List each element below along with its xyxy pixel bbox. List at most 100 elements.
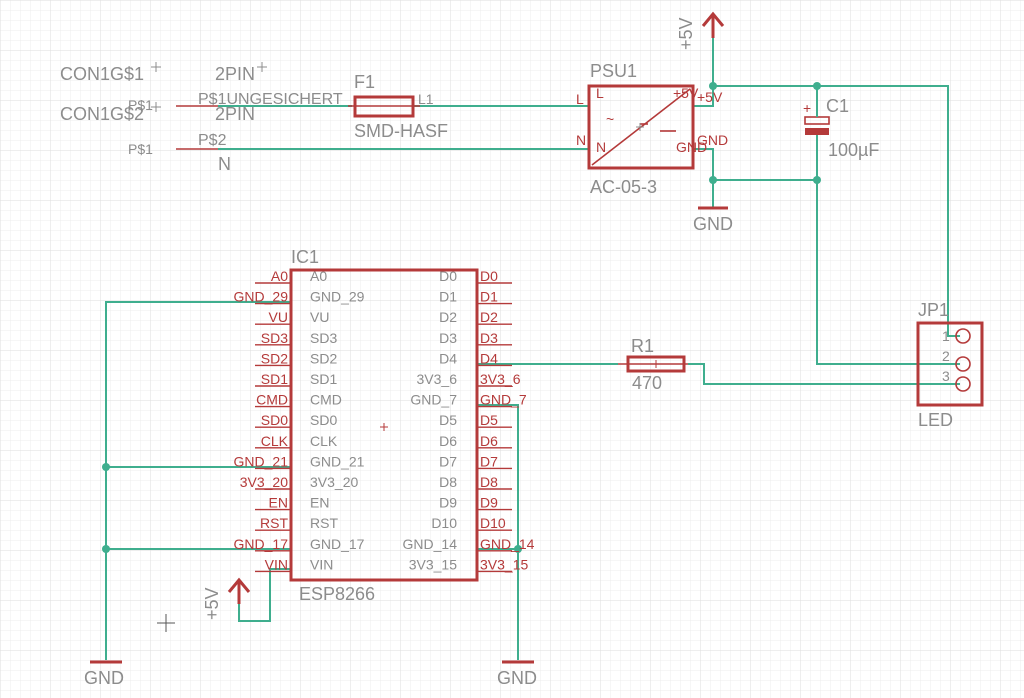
ic-pin-label: SD2 xyxy=(261,350,288,366)
ic-pin-label: D7 xyxy=(439,453,457,469)
gnd-right-label: GND xyxy=(497,668,537,688)
fuse-f1[interactable]: F1 SMD-HASF L1 xyxy=(348,72,448,141)
wire-r1-jp3[interactable] xyxy=(688,363,960,385)
ground-left[interactable]: GND xyxy=(84,660,124,688)
res-value: 470 xyxy=(632,373,662,393)
ic-pin-label: D0 xyxy=(480,268,498,284)
gnd-psu-label: GND xyxy=(693,214,733,234)
ic-pin-label: D3 xyxy=(480,330,498,346)
jumper-jp1[interactable]: JP1 1 2 3 LED xyxy=(916,300,984,430)
capacitor-c1[interactable]: C1 + 100µF xyxy=(803,96,879,160)
psu-inner-5v: +5V xyxy=(673,85,699,101)
supply-ic-label: +5V xyxy=(202,587,222,620)
psu-value: AC-05-3 xyxy=(590,177,657,197)
jp-body xyxy=(916,321,984,407)
gnd-left-label: GND xyxy=(84,668,124,688)
ic-pin-label: D10 xyxy=(480,515,506,531)
ic-pin-label: VU xyxy=(269,309,288,325)
wire-vin[interactable] xyxy=(238,568,292,622)
psu-pin-l: L xyxy=(576,91,584,107)
ic-pin-label: CMD xyxy=(310,392,342,408)
ic-pin-label: SD1 xyxy=(261,371,288,387)
ic-pin-label: VIN xyxy=(265,556,288,572)
ic-right-outer-pins: D0D1D2D3D43V3_6GND_7D5D6D7D8D9D10GND_143… xyxy=(477,268,535,572)
junctions xyxy=(102,82,821,553)
origin-cross-icon xyxy=(151,62,161,72)
arrow-up-icon xyxy=(227,577,251,593)
ic-pin-label: 3V3_6 xyxy=(417,371,458,387)
fuse-pin-l1: L1 xyxy=(418,91,434,107)
arrow-up-icon xyxy=(701,11,725,27)
ic1-esp8266[interactable]: IC1 A0GND_29VUSD3SD2SD1CMDSD0CLKGND_213V… xyxy=(234,247,535,604)
ic-pin-label: 3V3_20 xyxy=(240,474,288,490)
ic-pin-label: D1 xyxy=(439,289,457,305)
psu-inner-l: L xyxy=(596,85,604,101)
ic-pin-label: VU xyxy=(310,309,329,325)
ic-body xyxy=(289,268,479,582)
origin-cross-icon xyxy=(151,102,161,112)
ic-pin-label: D2 xyxy=(480,309,498,325)
wire-gnd7[interactable] xyxy=(478,404,519,660)
ic-pin-label: SD3 xyxy=(310,330,337,346)
jp-pin-1: 1 xyxy=(942,328,950,344)
ic-right-inner-labels: D0D1D2D3D43V3_6GND_7D5D6D7D8D9D10GND_143… xyxy=(403,268,458,572)
ic-pin-label: A0 xyxy=(310,268,327,284)
power-supply-psu1[interactable]: PSU1 ~ L N +5V GND L N +5V GND AC-05-3 xyxy=(576,61,728,197)
ic-pin-label: SD3 xyxy=(261,330,288,346)
fuse-name: F1 xyxy=(354,72,375,92)
ic-pin-label: 3V3_6 xyxy=(480,371,521,387)
jp-pin-circle xyxy=(955,328,971,344)
supply-top-label: +5V xyxy=(676,17,696,50)
connector-con1[interactable]: CON1G$1 2PIN P$1 xyxy=(60,62,267,113)
resistor-r1[interactable]: R1 470 xyxy=(618,336,688,393)
ic-value: ESP8266 xyxy=(299,584,375,604)
ic-pin-label: D0 xyxy=(439,268,457,284)
origin-cross-icon xyxy=(636,123,644,131)
con1-value: 2PIN xyxy=(215,64,255,84)
ic-pin-label: D4 xyxy=(480,350,498,366)
ic-pin-label: RST xyxy=(260,515,288,531)
ic-pin-label: 3V3_15 xyxy=(480,556,528,572)
ic-pin-label: SD0 xyxy=(310,412,337,428)
jp-pin-2: 2 xyxy=(942,348,950,364)
junction-dot xyxy=(709,176,717,184)
ic-pin-label: GND_7 xyxy=(410,392,457,408)
wire-gnd-jp2[interactable] xyxy=(816,180,960,365)
psu-inner-gnd: GND xyxy=(676,139,707,155)
res-body xyxy=(626,355,686,373)
ic-pin-label: GND_21 xyxy=(234,453,289,469)
ic-pin-label: CMD xyxy=(256,392,288,408)
ic-pin-label: A0 xyxy=(271,268,288,284)
net-label-n: N xyxy=(218,154,231,174)
origin-cross-icon xyxy=(257,62,267,72)
ic-pin-label: EN xyxy=(269,495,288,511)
ic-pin-label: D10 xyxy=(431,515,457,531)
ic-pin-label: D6 xyxy=(439,433,457,449)
con2-pin-label: P$1 xyxy=(128,141,153,157)
supply-5v-ic[interactable]: +5V xyxy=(202,577,251,620)
ic-pin-label: GND_14 xyxy=(403,536,458,552)
ic-pin-label: D4 xyxy=(439,350,457,366)
ic-pin-label: GND_21 xyxy=(310,453,365,469)
connector-con2[interactable]: CON1G$2 2PIN P$1 xyxy=(60,102,255,157)
ic-pin-label: EN xyxy=(310,495,329,511)
ground-psu[interactable]: GND xyxy=(693,206,733,234)
psu-pin-n: N xyxy=(576,132,586,148)
ic-pin-label: D7 xyxy=(480,453,498,469)
ic-pin-label: SD1 xyxy=(310,371,337,387)
con2-name: CON1G$2 xyxy=(60,104,144,124)
wire-gnd-left-bus[interactable] xyxy=(105,301,292,660)
junction-dot xyxy=(102,545,110,553)
junction-dot xyxy=(813,82,821,90)
ic-pin-label: D8 xyxy=(439,474,457,490)
ic-pin-label: D6 xyxy=(480,433,498,449)
ic-name: IC1 xyxy=(291,247,319,267)
con1-pin-label: P$1 xyxy=(128,97,153,113)
supply-5v-top[interactable]: +5V xyxy=(676,11,725,50)
ground-right[interactable]: GND xyxy=(497,660,537,688)
ic-pin-label: 3V3_15 xyxy=(409,556,457,572)
cap-name: C1 xyxy=(826,96,849,116)
ic-pin-label: GND_17 xyxy=(234,536,289,552)
